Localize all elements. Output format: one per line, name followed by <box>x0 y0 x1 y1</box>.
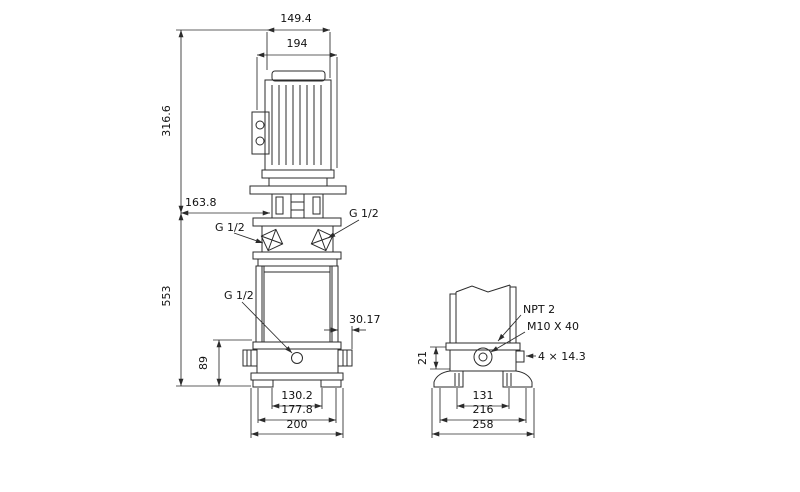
dim-label-base-outer: 258 <box>473 418 494 431</box>
terminal-box <box>251 111 270 155</box>
staybolt-right <box>331 265 339 343</box>
dim-label-base-mid: 177.8 <box>281 403 313 416</box>
coupling-section <box>249 169 347 227</box>
port-label-left: G 1/2 <box>215 221 245 234</box>
drain-port <box>291 352 303 364</box>
dim-label-motor-width: 194 <box>287 37 308 50</box>
foot-right <box>502 370 533 388</box>
left-view: 149.4 194 316.6 553 163.8 G 1/2 G 1/2 G … <box>160 12 381 438</box>
motor-fan-cap <box>271 70 326 82</box>
suction-port <box>242 349 258 367</box>
break-line <box>455 284 511 293</box>
discharge-port <box>337 349 353 367</box>
motor-fins <box>271 85 322 165</box>
dim-label-fan-width: 149.4 <box>280 12 312 25</box>
dim-label-base-outer: 200 <box>287 418 308 431</box>
cable-entry-top <box>255 120 265 130</box>
dimensions-left: 149.4 194 316.6 553 163.8 G 1/2 G 1/2 G … <box>160 12 381 438</box>
cable-entry-bottom <box>255 136 265 146</box>
hole-section <box>515 350 525 363</box>
sleeve-section <box>449 284 517 344</box>
pump-base <box>242 341 353 388</box>
staybolt-left <box>255 265 263 343</box>
dim-label-bolt-span: 131 <box>473 389 494 402</box>
port-thread-label: NPT 2 <box>523 303 555 316</box>
port-label-right: G 1/2 <box>349 207 379 220</box>
staybolt-left <box>449 293 457 344</box>
dim-label-total-height: 553 <box>160 286 173 307</box>
holes-spec-label: 4 × 14.3 <box>538 350 586 363</box>
drain-port-label: G 1/2 <box>224 289 254 302</box>
dim-label-head-offset: 163.8 <box>185 196 217 209</box>
right-view: 21 NPT 2 M10 X 40 4 × 14.3 131 216 258 <box>416 284 586 438</box>
base-front <box>433 342 533 388</box>
bolt-boss-inner <box>478 352 488 362</box>
chamber-stack <box>255 265 339 343</box>
pump-head <box>252 225 342 267</box>
dim-label-port-depth: 30.17 <box>349 313 381 326</box>
staybolt-right <box>509 286 517 344</box>
vent-port-left <box>260 228 284 252</box>
dim-label-base-mid: 216 <box>473 403 494 416</box>
foot-left <box>433 370 464 388</box>
bolt-boss-outer <box>473 347 493 367</box>
foot-left <box>252 379 274 388</box>
dim-label-base-inner: 130.2 <box>281 389 313 402</box>
dimensions-right: 21 NPT 2 M10 X 40 4 × 14.3 131 216 258 <box>416 303 586 438</box>
vent-port-right <box>310 228 334 252</box>
dim-label-foot-height: 21 <box>416 351 429 365</box>
dim-label-port-height: 89 <box>197 356 210 370</box>
coupling-stud-left <box>275 196 284 215</box>
sleeve <box>263 265 331 343</box>
bolt-spec-label: M10 X 40 <box>527 320 579 333</box>
shaft-coupling <box>290 193 305 219</box>
foot-holes <box>454 373 512 386</box>
motor <box>251 70 332 171</box>
base-plate <box>250 372 344 381</box>
foot-right <box>320 379 342 388</box>
coupling-stud-right <box>312 196 321 215</box>
dim-label-motor-height: 316.6 <box>160 105 173 137</box>
